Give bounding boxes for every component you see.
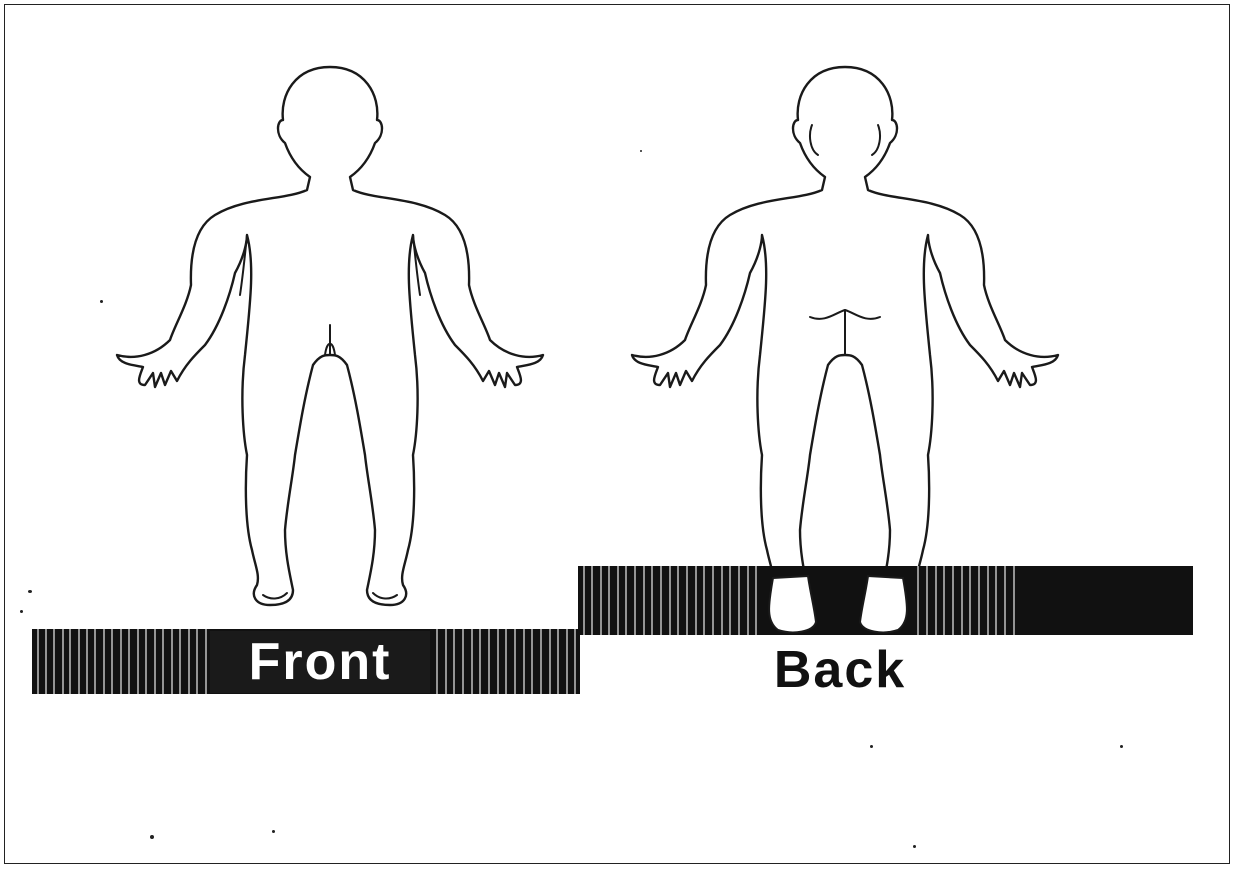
back-body-outline [610,55,1080,615]
scan-speck [150,835,154,839]
scan-speck [1120,745,1123,748]
scan-speck [913,845,916,848]
scan-speck [870,745,873,748]
back-label: Back [725,640,955,700]
scan-speck [100,300,103,303]
front-body-outline [95,55,565,615]
front-label: Front [210,631,430,693]
scan-speck [640,150,642,152]
scan-speck [272,830,275,833]
scan-speck [28,590,32,593]
scan-speck [20,610,23,613]
back-band [578,566,1193,635]
